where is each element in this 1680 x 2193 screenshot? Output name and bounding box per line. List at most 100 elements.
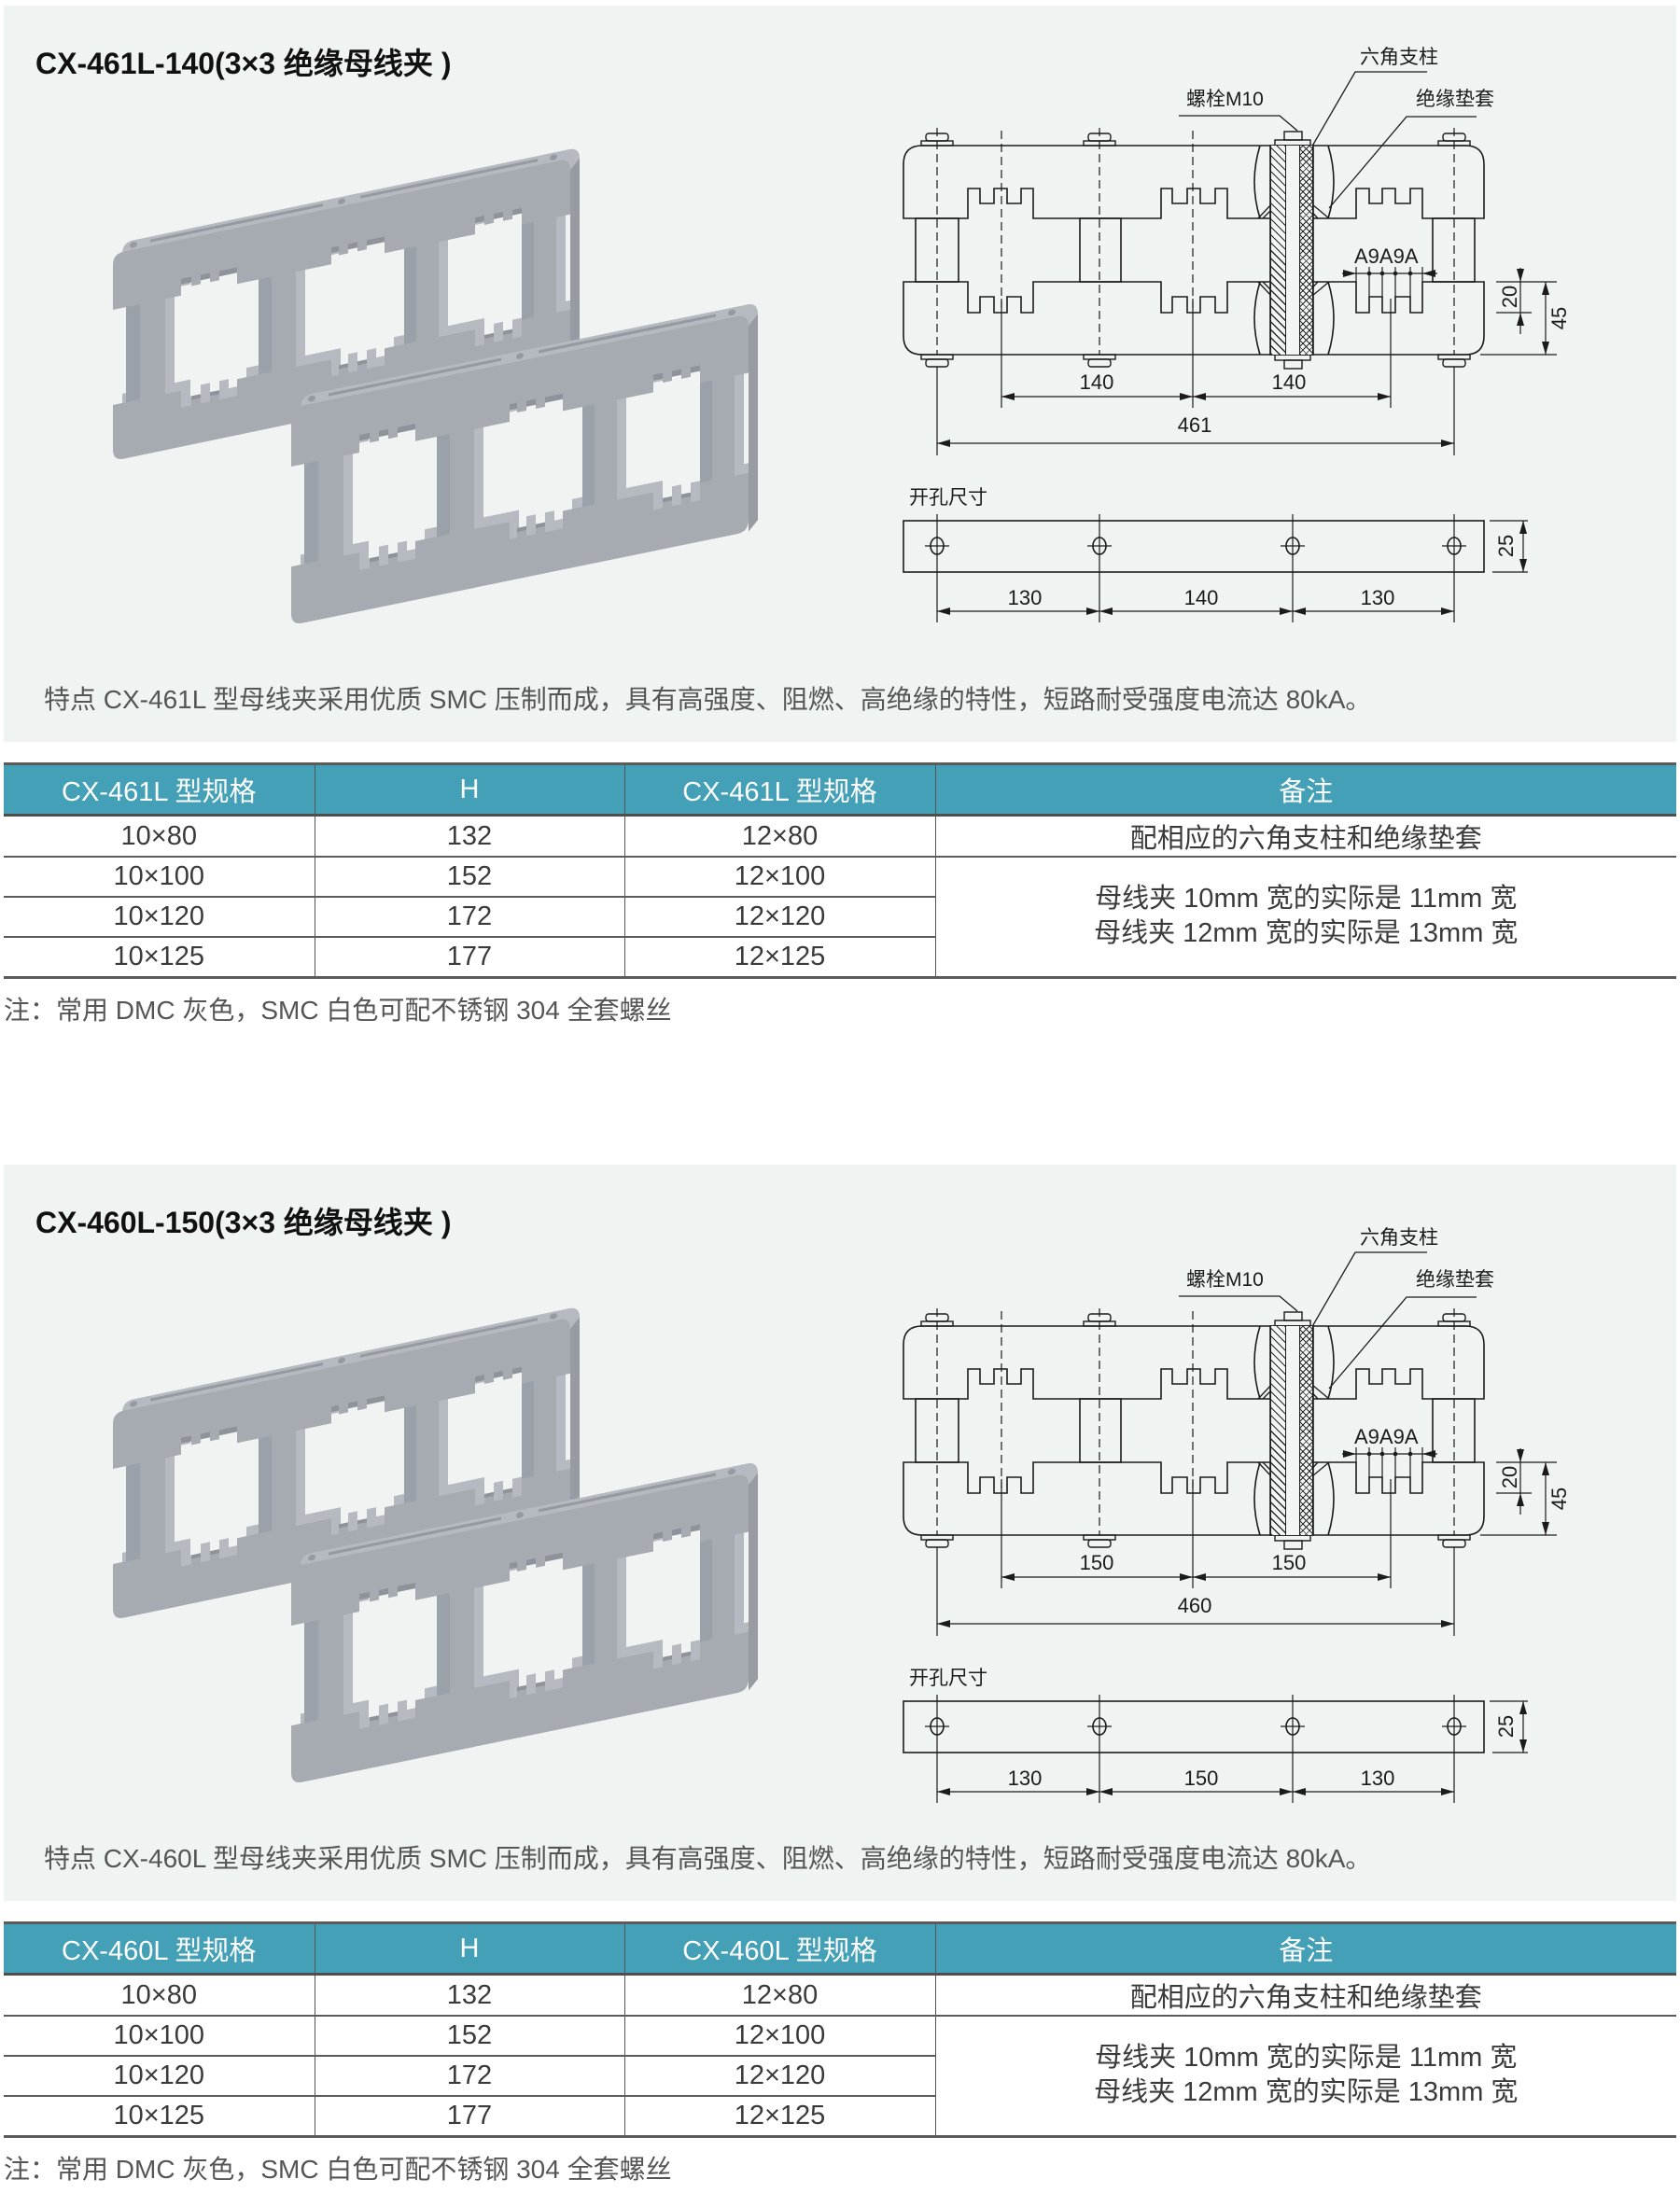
remark-cell-merged: 母线夹 10mm 宽的实际是 11mm 宽 母线夹 12mm 宽的实际是 13m… <box>934 857 1676 979</box>
spec-table: CX-460L 型规格 H CX-460L 型规格 备注 10×80 132 1… <box>4 1921 1676 2138</box>
hex-post-hatch <box>1300 1326 1313 1535</box>
overall-length-dimension: 460 <box>1178 1594 1212 1617</box>
table-cell: 10×80 <box>4 815 315 858</box>
remark-line: 母线夹 12mm 宽的实际是 13mm 宽 <box>1094 918 1519 949</box>
pitch-dimension-1: 140 <box>1080 370 1114 394</box>
table-row: 10×125 177 12×125 <box>4 2096 1676 2138</box>
spec-table: CX-461L 型规格 H CX-461L 型规格 备注 10×80 132 1… <box>4 762 1676 979</box>
column-header: CX-460L 型规格 <box>4 1921 315 1976</box>
bolt-rod <box>1285 146 1300 355</box>
hole-spacing-1: 130 <box>1008 586 1043 609</box>
table-row: 10×125 177 12×125 <box>4 937 1676 979</box>
table-cell: 12×80 <box>623 1974 935 2017</box>
insulating-sleeve-hatch <box>1270 146 1285 355</box>
product-artwork: 六角支柱 螺栓M10 绝缘垫套 A9A9A 140 140 461 20 45 … <box>4 47 1571 742</box>
product-title: CX-460L-150(3×3 绝缘母线夹 ) <box>35 1206 452 1239</box>
bolt-label: 螺栓M10 <box>1186 89 1264 110</box>
table-cell: 177 <box>314 937 624 979</box>
pitch-dimension-2: 150 <box>1272 1551 1307 1574</box>
hole-spacing-2: 150 <box>1184 1767 1219 1790</box>
table-cell: 10×125 <box>4 2096 315 2138</box>
bar-height-dimension: 45 <box>1547 307 1571 329</box>
hex-post-label: 六角支柱 <box>1360 47 1438 68</box>
product-description: 特点 CX-461L 型母线夹采用优质 SMC 压制而成，具有高强度、阻燃、高绝… <box>44 685 1372 714</box>
drawing-geometry <box>903 1251 1558 1804</box>
bar-height-dimension: 45 <box>1547 1488 1571 1510</box>
product-panel-cx-460l: 六角支柱 螺栓M10 绝缘垫套 A9A9A 150 150 460 20 45 … <box>4 1165 1676 1901</box>
overall-length-dimension: 461 <box>1178 413 1212 437</box>
table-cell: 152 <box>314 2016 624 2057</box>
hole-layout-title: 开孔尺寸 <box>909 1668 987 1689</box>
table-cell: 12×120 <box>623 2056 935 2097</box>
hole-layout-width: 25 <box>1494 1715 1518 1738</box>
table-cell: 132 <box>314 815 624 858</box>
table-row: 10×120 172 12×120 <box>4 897 1676 938</box>
table-cell: 12×125 <box>623 2096 935 2138</box>
table-row: 10×80 132 12×80 配相应的六角支柱和绝缘垫套 <box>4 815 1676 858</box>
hex-post-label: 六角支柱 <box>1360 1227 1438 1249</box>
hole-layout-title: 开孔尺寸 <box>909 487 987 509</box>
pitch-code-label: A9A9A <box>1354 244 1419 268</box>
hole-spacing-3: 130 <box>1361 586 1395 609</box>
column-header: H <box>314 762 624 817</box>
table-cell: 10×100 <box>4 857 315 898</box>
table-row: 10×80 132 12×80 配相应的六角支柱和绝缘垫套 <box>4 1974 1676 2017</box>
product-description: 特点 CX-460L 型母线夹采用优质 SMC 压制而成，具有高强度、阻燃、高绝… <box>44 1844 1372 1873</box>
product-title: CX-461L-140(3×3 绝缘母线夹 ) <box>35 47 452 80</box>
table-cell: 10×120 <box>4 897 315 938</box>
hole-spacing-1: 130 <box>1008 1767 1043 1790</box>
technical-drawing: 六角支柱 螺栓M10 绝缘垫套 A9A9A 140 140 461 20 45 … <box>903 47 1571 623</box>
insulating-sleeve-label: 绝缘垫套 <box>1416 1269 1494 1291</box>
hole-layout-width: 25 <box>1494 535 1518 557</box>
product-photo <box>113 1306 758 1784</box>
table-cell: 172 <box>314 2056 624 2097</box>
table-cell: 132 <box>314 1974 624 2017</box>
insulating-sleeve-label: 绝缘垫套 <box>1416 89 1494 110</box>
insulating-sleeve-hatch <box>1270 1326 1285 1535</box>
table-row: 10×100 152 12×100 母线夹 10mm 宽的实际是 11mm 宽 … <box>4 2016 1676 2138</box>
footnote: 注：常用 DMC 灰色，SMC 白色可配不锈钢 304 全套螺丝 <box>4 996 672 1025</box>
technical-drawing: 六角支柱 螺栓M10 绝缘垫套 A9A9A 150 150 460 20 45 … <box>903 1227 1571 1804</box>
table-row: 10×120 172 12×120 <box>4 2056 1676 2097</box>
column-header: H <box>314 1921 624 1976</box>
table-cell: 12×80 <box>623 815 935 858</box>
product-panel-cx-461l: 六角支柱 螺栓M10 绝缘垫套 A9A9A 140 140 461 20 45 … <box>4 6 1676 742</box>
remark-cell: 配相应的六角支柱和绝缘垫套 <box>934 815 1676 858</box>
remark-line: 母线夹 10mm 宽的实际是 11mm 宽 <box>1095 2043 1518 2074</box>
table-cell: 12×120 <box>623 897 935 938</box>
hole-spacing-3: 130 <box>1361 1767 1395 1790</box>
table-cell: 10×125 <box>4 937 315 979</box>
table-cell: 177 <box>314 2096 624 2138</box>
table-row: 10×100 152 12×100 母线夹 10mm 宽的实际是 11mm 宽 … <box>4 857 1676 979</box>
table-header-row: CX-461L 型规格 H CX-461L 型规格 备注 <box>4 762 1676 817</box>
product-artwork: 六角支柱 螺栓M10 绝缘垫套 A9A9A 150 150 460 20 45 … <box>4 1227 1571 1804</box>
table-cell: 10×80 <box>4 1974 315 2017</box>
table-cell: 10×100 <box>4 2016 315 2057</box>
table-cell: 12×100 <box>623 857 935 898</box>
bolt-rod <box>1285 1326 1300 1535</box>
table-cell: 172 <box>314 897 624 938</box>
footnote: 注：常用 DMC 灰色，SMC 白色可配不锈钢 304 全套螺丝 <box>4 2155 672 2184</box>
slot-depth-dimension: 20 <box>1498 286 1521 308</box>
pitch-dimension-2: 140 <box>1272 370 1307 394</box>
bolt-label: 螺栓M10 <box>1186 1269 1264 1291</box>
table-cell: 10×120 <box>4 2056 315 2097</box>
remark-cell-merged: 母线夹 10mm 宽的实际是 11mm 宽 母线夹 12mm 宽的实际是 13m… <box>934 2016 1676 2138</box>
column-header: CX-460L 型规格 <box>623 1921 935 1976</box>
column-header: CX-461L 型规格 <box>623 762 935 817</box>
drawing-geometry <box>903 71 1558 623</box>
column-header: CX-461L 型规格 <box>4 762 315 817</box>
remark-cell: 配相应的六角支柱和绝缘垫套 <box>934 1974 1676 2017</box>
table-header-row: CX-460L 型规格 H CX-460L 型规格 备注 <box>4 1921 1676 1976</box>
product-photo <box>113 147 758 625</box>
remark-line: 母线夹 10mm 宽的实际是 11mm 宽 <box>1095 884 1518 915</box>
column-header: 备注 <box>934 762 1676 817</box>
column-header: 备注 <box>934 1921 1676 1976</box>
table-cell: 12×125 <box>623 937 935 979</box>
pitch-code-label: A9A9A <box>1354 1425 1419 1448</box>
table-cell: 12×100 <box>623 2016 935 2057</box>
hex-post-hatch <box>1300 146 1313 355</box>
remark-line: 母线夹 12mm 宽的实际是 13mm 宽 <box>1094 2077 1519 2108</box>
hole-spacing-2: 140 <box>1184 586 1219 609</box>
table-cell: 152 <box>314 857 624 898</box>
